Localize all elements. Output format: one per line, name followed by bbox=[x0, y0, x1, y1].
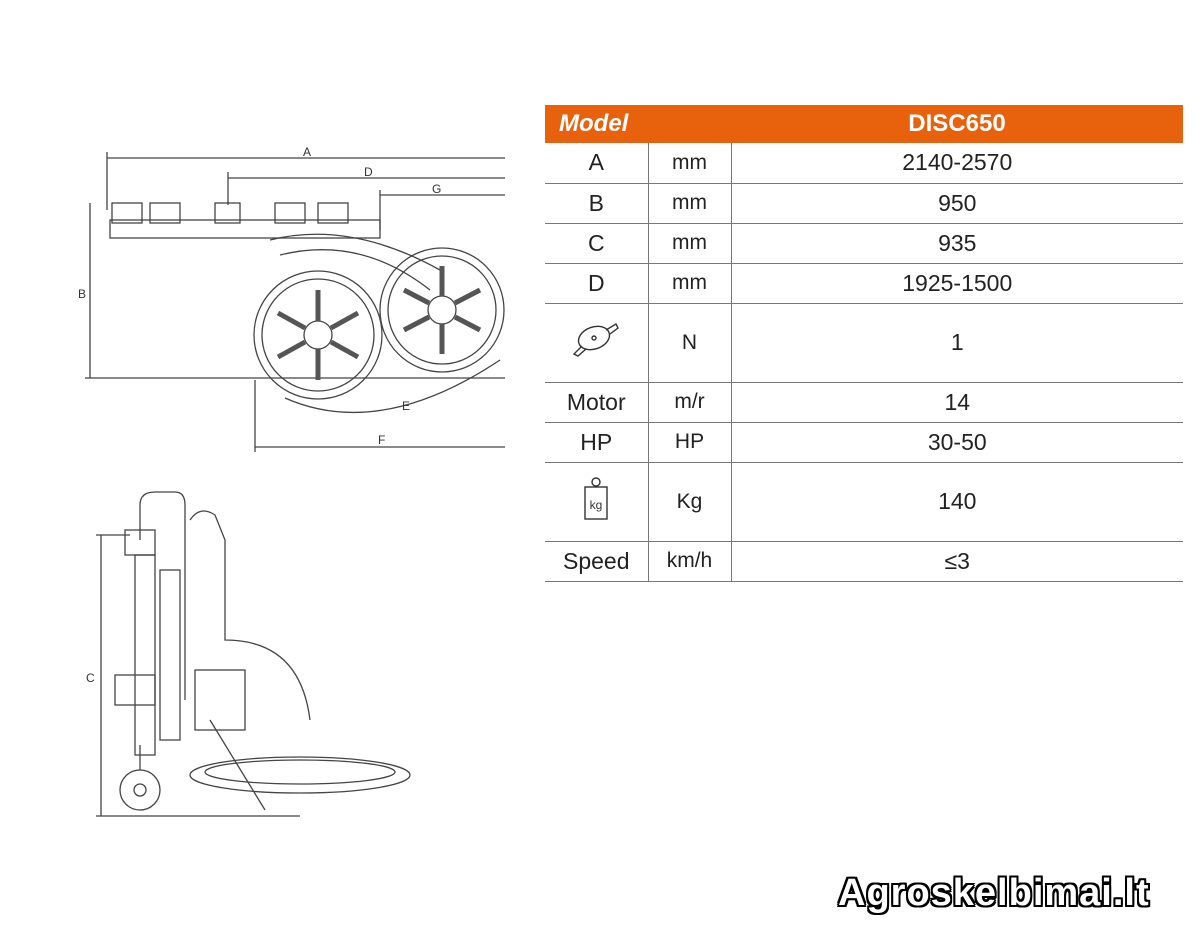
param: Motor bbox=[545, 382, 649, 423]
unit: mm bbox=[648, 223, 732, 264]
dim-label-e: E bbox=[402, 399, 410, 413]
model-label: Model bbox=[545, 105, 731, 143]
value: 1 bbox=[731, 303, 1183, 383]
param: HP bbox=[545, 422, 649, 463]
dim-label-b: B bbox=[78, 287, 86, 301]
dim-label-g: G bbox=[432, 182, 441, 196]
param: kg bbox=[545, 462, 649, 542]
unit: N bbox=[648, 303, 732, 383]
dim-label-a: A bbox=[303, 145, 311, 159]
dim-label-f: F bbox=[378, 433, 385, 447]
unit: mm bbox=[648, 263, 732, 304]
param: Speed bbox=[545, 541, 649, 582]
param: B bbox=[545, 183, 649, 224]
value: 950 bbox=[731, 183, 1183, 224]
unit: m/r bbox=[648, 382, 732, 423]
param: C bbox=[545, 223, 649, 264]
unit: mm bbox=[648, 143, 732, 184]
param: D bbox=[545, 263, 649, 304]
value: 14 bbox=[731, 382, 1183, 423]
param: A bbox=[545, 143, 649, 184]
value: 935 bbox=[731, 223, 1183, 264]
weight-kg-icon: kg bbox=[584, 476, 608, 520]
top-view-diagram: A D G B E F bbox=[78, 145, 505, 452]
dim-label-c: C bbox=[86, 671, 95, 685]
disc-blade-icon bbox=[573, 322, 620, 357]
value: 140 bbox=[731, 462, 1183, 542]
dim-label-d: D bbox=[364, 165, 373, 179]
value: ≤3 bbox=[731, 541, 1183, 582]
unit: HP bbox=[648, 422, 732, 463]
value: 2140-2570 bbox=[731, 143, 1183, 184]
value: 30-50 bbox=[731, 422, 1183, 463]
unit: Kg bbox=[648, 462, 732, 542]
side-view-diagram: C bbox=[86, 491, 411, 817]
param bbox=[545, 303, 649, 383]
watermark: Agroskelbimai.lt bbox=[838, 872, 1150, 914]
value: 1925-1500 bbox=[731, 263, 1183, 304]
model-value: DISC650 bbox=[731, 105, 1183, 143]
machine-diagrams: A D G B E F C bbox=[78, 145, 505, 817]
table-header-row: Model DISC650 bbox=[545, 105, 1183, 143]
weight-icon-text: kg bbox=[590, 498, 603, 512]
unit: km/h bbox=[648, 541, 732, 582]
unit: mm bbox=[648, 183, 732, 224]
